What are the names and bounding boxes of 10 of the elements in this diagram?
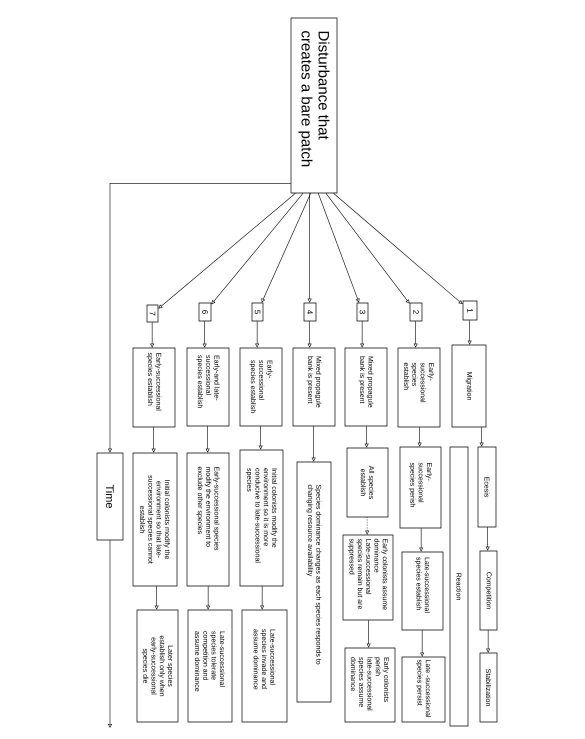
number-box: 3	[356, 302, 368, 322]
arrow	[211, 193, 304, 304]
time-box: Time	[96, 452, 124, 540]
number-box: 7	[146, 304, 158, 322]
number-box: 4	[304, 302, 316, 322]
number-box: 1	[462, 300, 478, 320]
number-box: 5	[252, 302, 264, 322]
number-box: 6	[198, 302, 212, 322]
number-box: 2	[410, 302, 422, 322]
title-box: Disturbance that creates a bare patch	[290, 18, 338, 194]
